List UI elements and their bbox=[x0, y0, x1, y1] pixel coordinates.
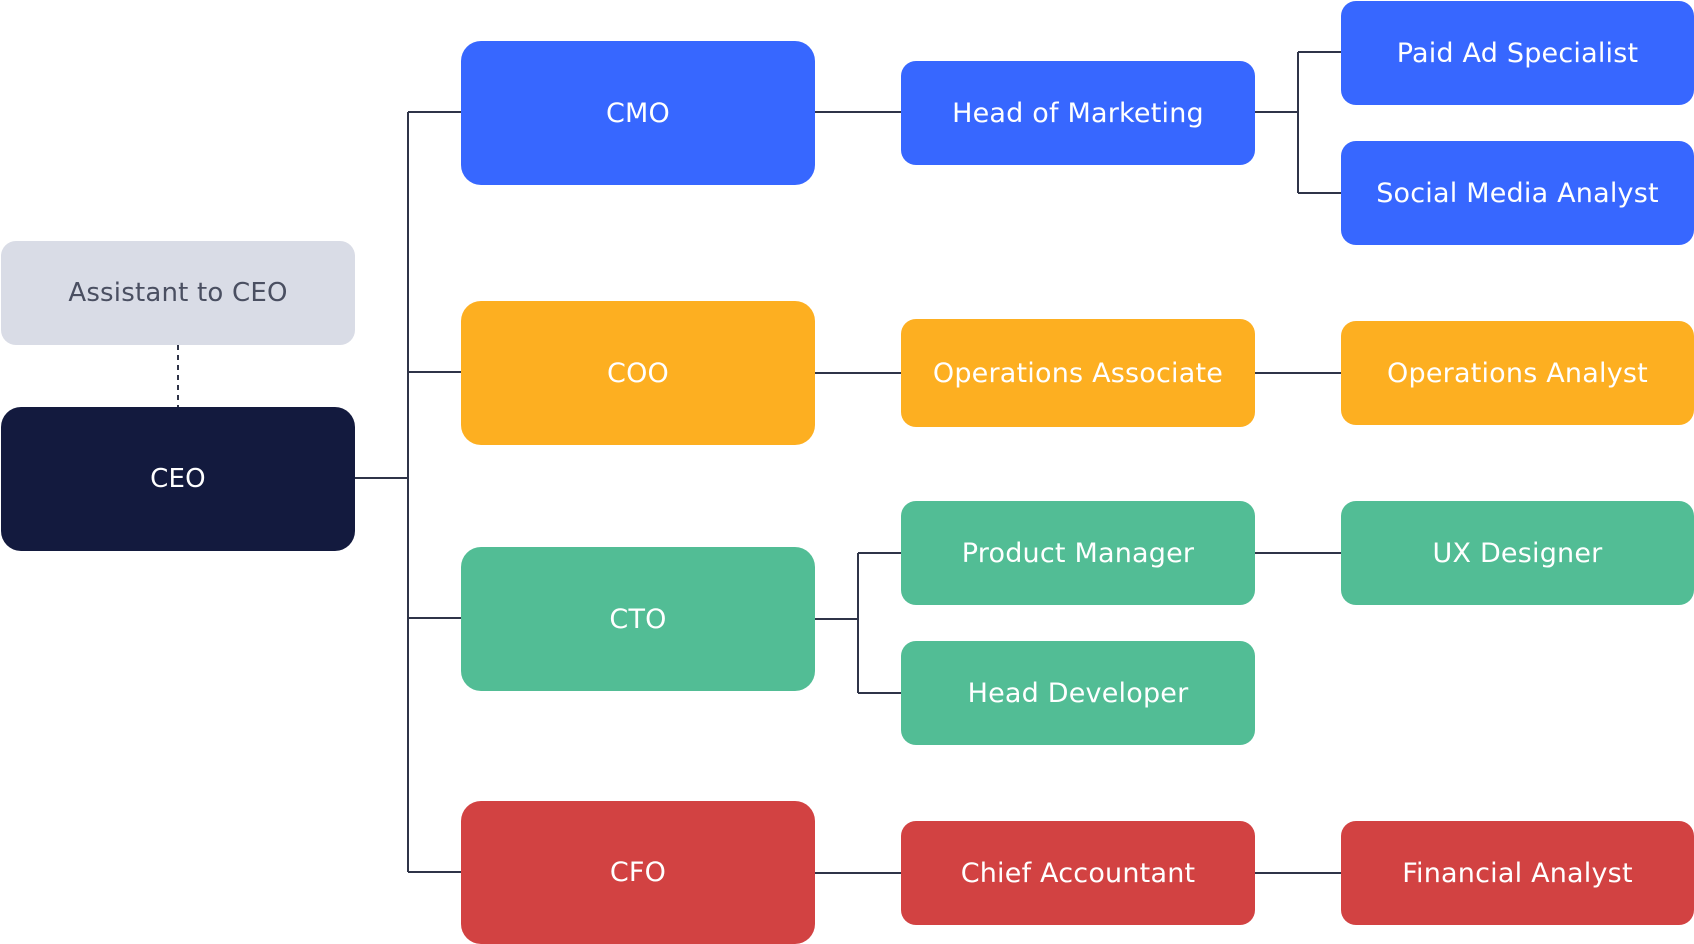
node-social-media-analyst: Social Media Analyst bbox=[1341, 141, 1694, 245]
node-assistant-to-ceo: Assistant to CEO bbox=[1, 241, 355, 345]
node-label: Head of Marketing bbox=[952, 97, 1204, 129]
node-label: Operations Associate bbox=[932, 357, 1224, 389]
node-label: CMO bbox=[606, 97, 670, 129]
node-financial-analyst: Financial Analyst bbox=[1341, 821, 1694, 925]
node-label: COO bbox=[607, 357, 669, 389]
node-head-of-marketing: Head of Marketing bbox=[901, 61, 1255, 165]
node-paid-ad-specialist: Paid Ad Specialist bbox=[1341, 1, 1694, 105]
node-label: Financial Analyst bbox=[1402, 857, 1633, 889]
node-cto: CTO bbox=[461, 547, 815, 691]
node-label: Social Media Analyst bbox=[1376, 177, 1659, 209]
node-label: CTO bbox=[609, 603, 667, 635]
node-label: UX Designer bbox=[1432, 537, 1603, 569]
node-coo: COO bbox=[461, 301, 815, 445]
node-label: CFO bbox=[609, 857, 667, 888]
node-chief-accountant: Chief Accountant bbox=[901, 821, 1255, 925]
node-label: Product Manager bbox=[961, 537, 1195, 569]
node-label: Head Developer bbox=[967, 677, 1189, 709]
node-operations-associate: Operations Associate bbox=[901, 319, 1255, 427]
node-head-developer: Head Developer bbox=[901, 641, 1255, 745]
node-operations-analyst: Operations Analyst bbox=[1341, 321, 1694, 425]
node-ceo: CEO bbox=[1, 407, 355, 551]
node-cmo: CMO bbox=[461, 41, 815, 185]
node-label: Operations Analyst bbox=[1387, 357, 1648, 389]
node-label: Assistant to CEO bbox=[68, 278, 288, 308]
node-label: Chief Accountant bbox=[960, 857, 1196, 889]
node-label: Paid Ad Specialist bbox=[1396, 37, 1639, 69]
node-label: CEO bbox=[150, 464, 206, 494]
node-ux-designer: UX Designer bbox=[1341, 501, 1694, 605]
node-product-manager: Product Manager bbox=[901, 501, 1255, 605]
node-cfo: CFO bbox=[461, 801, 815, 944]
